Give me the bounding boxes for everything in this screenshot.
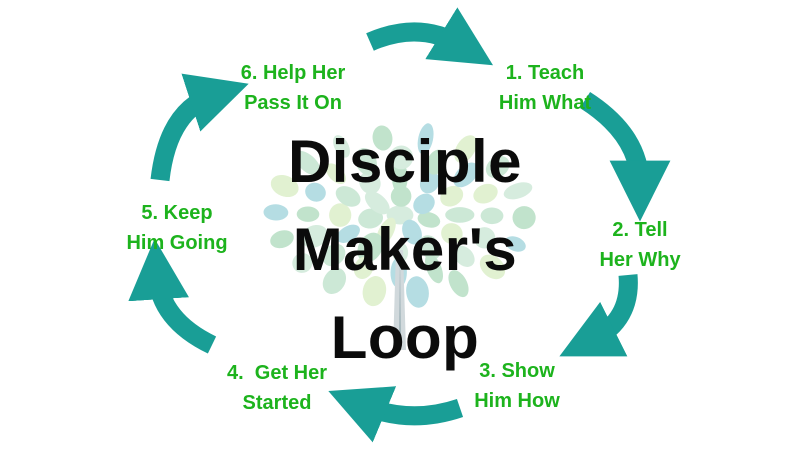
step-5-line-2: Him Going [126, 232, 228, 254]
step-4-line-1: 4. Get Her [226, 362, 328, 384]
tree-leaf [359, 171, 381, 194]
tree-leaf [292, 253, 313, 273]
step-6-line-2: Pass It On [244, 92, 342, 114]
tree-leaf [355, 148, 377, 175]
arrow-5-to-6 [150, 73, 249, 182]
tree-leaf [300, 225, 329, 248]
tree-leaf [448, 270, 469, 298]
tree-leaf [440, 185, 464, 207]
tree-leaf [402, 219, 422, 245]
tree-leaf [413, 193, 435, 215]
tree-leaf [417, 211, 441, 228]
tree-leaf [406, 276, 429, 308]
step-1-line-2: Him What [498, 92, 592, 114]
title-line-2: Maker's [292, 216, 518, 283]
tree-leaf [322, 267, 347, 295]
tree-leaf [263, 204, 289, 221]
step-2-line-2: Her Why [599, 249, 681, 271]
arrow-2-to-3 [559, 274, 638, 357]
tree-leaf [417, 123, 434, 155]
tree-leaf [441, 223, 463, 245]
tree-leaf [480, 207, 504, 225]
step-1-teach-him-what: 1. Teach Him What [484, 58, 606, 118]
step-1-line-1: 1. Teach [505, 62, 585, 84]
tree-leaf [336, 224, 360, 243]
tree-leaf [419, 171, 440, 194]
tree-leaf [329, 203, 352, 227]
arrow-3-to-4 [328, 386, 464, 443]
tree-leaf [294, 150, 321, 176]
arrow-6-to-1 [366, 7, 494, 66]
diagram-title: Disciple Maker's Loop [255, 118, 555, 382]
tree-leaf [296, 206, 320, 222]
tree-leaf [270, 174, 299, 198]
tree-leaf [322, 243, 346, 267]
step-3-line-2: Him How [474, 390, 560, 412]
tree-leaf [333, 135, 350, 158]
tree-leaf [357, 232, 384, 263]
step-2-tell-her-why: 2. Tell Her Why [590, 215, 690, 275]
tree-leaf [473, 183, 498, 204]
tree-leaf [419, 235, 441, 260]
step-6-line-1: 6. Help Her [240, 62, 346, 84]
tree-leaf [325, 163, 347, 184]
step-5-keep-him-going: 5. Keep Him Going [117, 198, 237, 258]
tree-leaf [504, 236, 526, 252]
title-line-1: Disciple [287, 128, 523, 195]
tree-leaf [424, 253, 444, 284]
tree-leaf [473, 227, 496, 249]
tree-watermark-icon [263, 123, 536, 350]
tree-leaf [372, 125, 393, 151]
tree-leaf [391, 161, 408, 194]
tree-leaf [358, 208, 384, 229]
tree-leaf [364, 191, 390, 215]
tree-leaf [362, 276, 387, 307]
tree-leaf [453, 245, 475, 267]
tree-leaf [389, 145, 414, 170]
tree-leaf [305, 182, 326, 202]
step-3-show-him-how: 3. Show Him How [461, 356, 573, 416]
step-5-line-1: 5. Keep [141, 202, 213, 224]
step-6-help-her-pass-it-on: 6. Help Her Pass It On [230, 58, 356, 118]
tree-leaf [503, 182, 533, 200]
tree-leaf [479, 254, 506, 280]
title-line-3: Loop [330, 304, 480, 371]
tree-leaf [445, 207, 475, 223]
step-4-line-2: Started [242, 392, 312, 414]
arrow-4-to-5 [128, 238, 217, 354]
step-3-line-1: 3. Show [479, 360, 555, 382]
tree-leaf [335, 186, 361, 207]
tree-leaf [353, 256, 374, 280]
tree-leaf [453, 162, 479, 188]
tree-leaf [270, 230, 294, 249]
tree-leaf [485, 155, 510, 179]
arrow-1-to-2 [579, 91, 671, 222]
tree-leaf [512, 206, 536, 230]
tree-leaf [426, 149, 447, 175]
step-4-get-her-started: 4. Get Her Started [218, 358, 336, 418]
step-2-line-1: 2. Tell [612, 219, 668, 241]
tree-leaf [454, 135, 477, 163]
